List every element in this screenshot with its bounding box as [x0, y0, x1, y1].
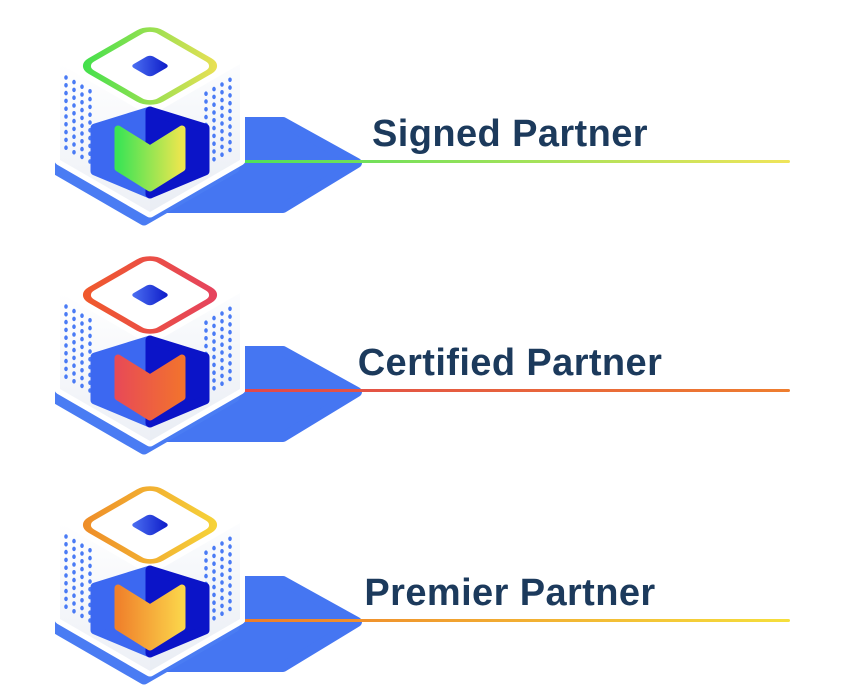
- cube-svg: [55, 6, 245, 226]
- partner-tier-cube-icon: [55, 461, 245, 686]
- tier-row-certified: Certified Partner: [0, 229, 860, 459]
- top-accent-ring: [82, 256, 218, 334]
- cube-svg: [55, 235, 245, 455]
- tier-label: Certified Partner: [357, 341, 663, 384]
- top-diamond-icon: [132, 284, 168, 306]
- tier-gradient-line: [230, 389, 790, 392]
- cube-svg: [55, 465, 245, 685]
- chevron-mark-icon: [114, 125, 186, 192]
- top-diamond-icon: [132, 514, 168, 536]
- partner-tier-cube-icon: [55, 231, 245, 457]
- tier-label: Signed Partner: [372, 112, 648, 155]
- partner-tier-cube-icon: [55, 2, 245, 228]
- top-accent-ring: [82, 27, 218, 105]
- tier-label: Premier Partner: [364, 571, 656, 614]
- dot-grid: [64, 75, 232, 167]
- top-accent-ring: [82, 486, 218, 564]
- chevron-mark-icon: [114, 354, 186, 421]
- tier-gradient-line: [230, 160, 790, 163]
- tier-gradient-line: [230, 619, 790, 622]
- tier-row-signed: Signed Partner: [0, 0, 860, 230]
- top-diamond-icon: [132, 55, 168, 77]
- tier-row-premier: Premier Partner: [0, 459, 860, 686]
- chevron-mark-icon: [114, 584, 186, 651]
